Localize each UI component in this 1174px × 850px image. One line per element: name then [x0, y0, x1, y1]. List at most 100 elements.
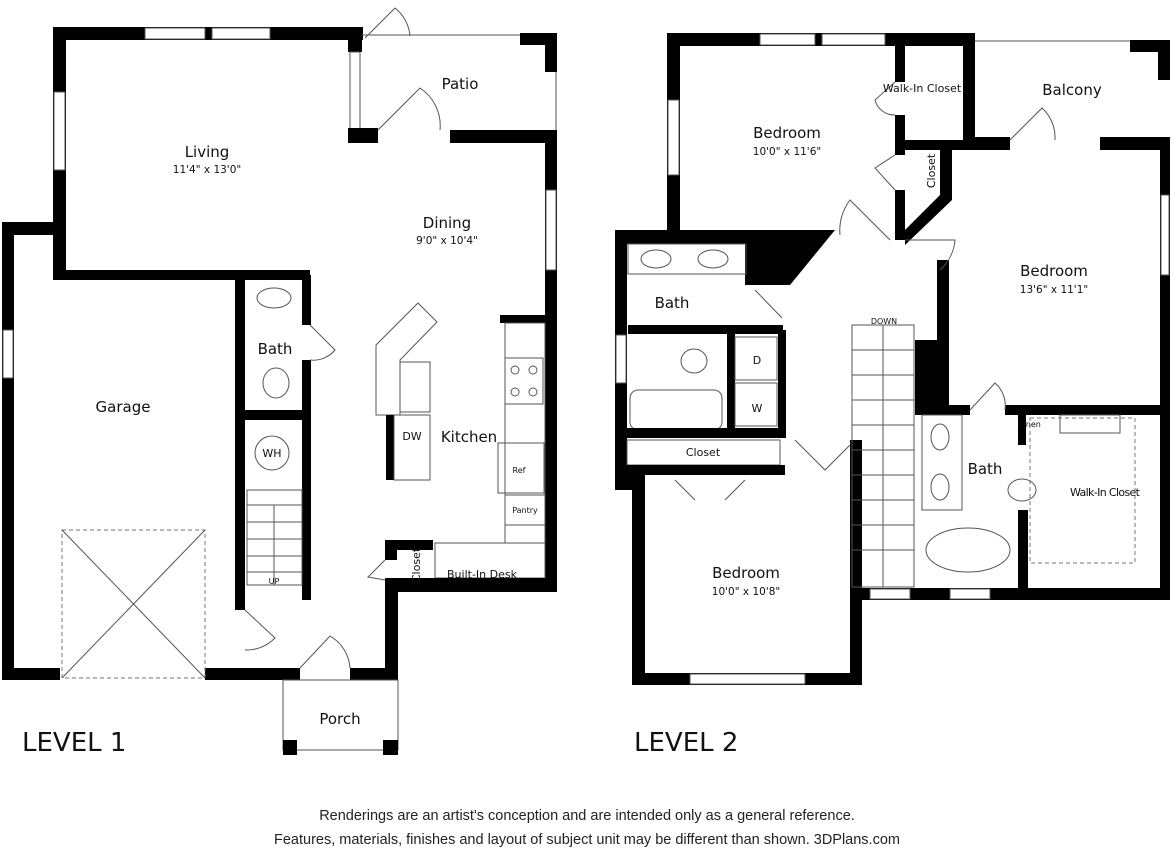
room-label-kitchen: Kitchen [441, 428, 497, 446]
garage-door[interactable] [61, 529, 206, 679]
garage-entry-door[interactable] [244, 609, 276, 651]
post [283, 740, 297, 755]
bedroom-door[interactable] [905, 239, 956, 271]
stove-icon [504, 357, 544, 405]
balcony-door[interactable] [1009, 107, 1056, 141]
wall [302, 360, 311, 600]
level-1-plan: Living 11'4" x 13'0" Dining 9'0" x 10'4"… [2, 7, 557, 758]
wall [632, 480, 645, 685]
wall [500, 315, 545, 323]
room-label-walk-in-closet-1: Walk-In Closet [883, 82, 962, 95]
walk-in-closet-1-text: Walk-In Closet [883, 82, 962, 95]
wall [860, 588, 1170, 600]
wall [1018, 510, 1028, 600]
room-label-walk-in-closet-2: Walk-In Closet [1070, 486, 1141, 499]
label-stairs-up: UP [269, 577, 280, 586]
room-label-living: Living [185, 143, 230, 161]
sink-icon [640, 249, 672, 269]
room-label-balcony: Balcony [1042, 81, 1102, 99]
label-washer: W [752, 402, 763, 415]
disclaimer-line-2: Features, materials, finishes and layout… [274, 832, 900, 848]
toilet-icon [1007, 478, 1037, 502]
wall [2, 222, 14, 680]
bedroom-door[interactable] [839, 199, 891, 241]
bedroom-door[interactable] [794, 439, 851, 471]
level-2-plan: Bedroom 10'0" x 11'6" Walk-In Closet Bal… [615, 33, 1170, 758]
wall [905, 150, 952, 245]
window [821, 33, 886, 46]
stairs-up[interactable] [246, 489, 303, 586]
wall [895, 140, 975, 150]
wall [385, 540, 433, 550]
post [383, 740, 398, 755]
window [349, 51, 361, 131]
level-1-title: LEVEL 1 [22, 728, 126, 758]
wall [1160, 137, 1170, 600]
room-label-bath-1: Bath [655, 294, 690, 312]
label-dryer: D [753, 354, 761, 367]
wall [1130, 40, 1170, 80]
bath-door[interactable] [754, 289, 783, 319]
wall [895, 190, 905, 240]
bath-door[interactable] [309, 324, 336, 361]
vanity [921, 414, 963, 511]
patio-gate[interactable] [364, 7, 411, 39]
wall [450, 130, 557, 143]
closet-door[interactable] [874, 154, 896, 191]
room-label-patio: Patio [442, 75, 479, 93]
room-label-porch: Porch [319, 710, 360, 728]
sink-icon [930, 423, 950, 451]
window [949, 588, 991, 600]
window [211, 27, 271, 40]
water-heater-icon [254, 435, 290, 471]
wall [2, 222, 66, 235]
wall [628, 325, 783, 334]
stairs-down[interactable] [851, 324, 915, 588]
vanity [627, 243, 747, 275]
walk-in-closet-shelving [1029, 417, 1136, 564]
toilet-icon [262, 367, 290, 399]
walk-in-closet-door[interactable] [874, 81, 896, 116]
closet-door[interactable] [366, 559, 386, 581]
wall [895, 40, 905, 82]
room-label-dining: Dining [423, 214, 471, 232]
label-stairs-down: DOWN [871, 317, 897, 326]
window [615, 334, 627, 384]
wall [667, 33, 975, 46]
pantry[interactable] [504, 494, 546, 526]
window [144, 27, 206, 40]
wall [245, 410, 305, 420]
wall [302, 275, 311, 325]
wall [615, 465, 785, 475]
window [1160, 194, 1170, 276]
room-label-desk: Built-In Desk [447, 568, 518, 581]
sink-icon [697, 249, 729, 269]
sink-icon [399, 361, 431, 413]
wall [520, 33, 557, 72]
room-label-bath-2: Bath [968, 460, 1003, 478]
window [667, 99, 680, 176]
front-door[interactable] [299, 635, 351, 669]
kitchen-island [375, 302, 438, 416]
label-refrigerator: Ref [513, 466, 526, 475]
room-label-bedroom-3: Bedroom [712, 564, 780, 582]
room-label-closet: Closet [410, 547, 423, 582]
room-label-closet-2: Closet [686, 446, 721, 459]
room-size-bedroom-2: 13'6" x 11'1" [1020, 284, 1088, 296]
wall [350, 668, 398, 680]
bath-door[interactable] [969, 382, 1006, 411]
closet-doors[interactable] [674, 479, 746, 501]
sink-icon [930, 473, 950, 501]
window [759, 33, 816, 46]
wall [895, 115, 905, 155]
room-size-living: 11'4" x 13'0" [173, 164, 241, 176]
room-label-bedroom-2: Bedroom [1020, 262, 1088, 280]
room-size-bedroom-3: 10'0" x 10'8" [712, 586, 780, 598]
wall [235, 275, 245, 610]
patio-door[interactable] [377, 87, 441, 131]
wall [778, 330, 786, 438]
room-size-bedroom-1: 10'0" x 11'6" [753, 146, 821, 158]
label-water-heater: WH [262, 447, 281, 460]
label-dishwasher: DW [402, 430, 421, 443]
